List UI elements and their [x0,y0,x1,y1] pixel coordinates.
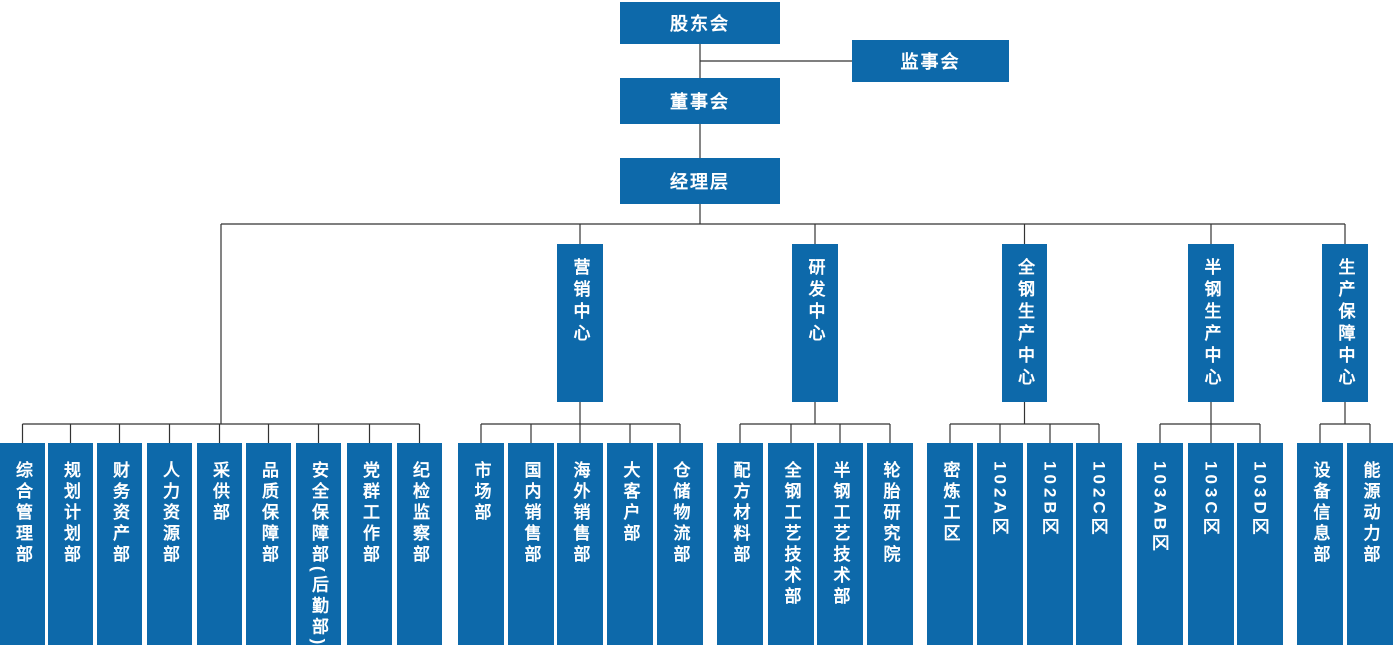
node-label: 安全保障部(后勤部) [309,461,328,649]
node-label: 国内销售部 [521,461,541,566]
node-label: 研发中心 [805,258,825,346]
main-bus [220,223,1346,424]
org-node-procurement-dept: 采供部 [197,443,242,645]
org-node-shareholders-meeting: 股东会 [620,2,780,44]
org-node-semisteel-process-tech-dept: 半钢工艺技术部 [817,443,863,645]
org-node-warehouse-logistics-dept: 仓储物流部 [657,443,703,645]
node-label: 党群工作部 [360,461,379,566]
node-label: 密炼工区 [940,461,960,545]
top-chain-connectors [699,44,852,224]
node-label: 全钢生产中心 [1015,258,1034,390]
org-node-area-103d: 103D区 [1237,443,1283,645]
node-label: 全钢工艺技术部 [781,461,801,608]
center-to-group-drops [579,402,1346,424]
org-node-market-dept: 市场部 [458,443,504,645]
node-label: 半钢生产中心 [1201,258,1221,390]
node-label: 102B区 [1040,461,1060,539]
org-node-allsteel-production-center: 全钢生产中心 [1002,244,1047,402]
node-label: 轮胎研究院 [880,461,900,566]
node-label: 规划计划部 [61,461,80,566]
org-node-mixing-workshop: 密炼工区 [927,443,973,645]
node-label: 仓储物流部 [670,461,690,566]
org-node-finance-assets-dept: 财务资产部 [97,443,142,645]
node-label: 大客户部 [620,461,640,545]
node-label: 综合管理部 [13,461,32,566]
org-node-human-resources-dept: 人力资源部 [147,443,192,645]
org-node-allsteel-process-tech-dept: 全钢工艺技术部 [768,443,814,645]
node-label: 102C区 [1089,461,1109,539]
node-label: 生产保障中心 [1335,258,1355,390]
node-label: 人力资源部 [160,461,179,566]
node-label: 海外销售部 [570,461,590,566]
org-node-supervisory-board: 监事会 [852,40,1009,82]
org-node-energy-power-dept: 能源动力部 [1347,443,1393,645]
org-node-compound-materials-dept: 配方材料部 [717,443,763,645]
node-label: 设备信息部 [1310,461,1330,566]
node-label: 103AB区 [1150,461,1170,555]
org-node-rnd-center: 研发中心 [792,244,838,402]
node-label: 103C区 [1201,461,1221,539]
org-node-party-affairs-dept: 党群工作部 [347,443,392,645]
org-node-discipline-inspection-dept: 纪检监察部 [397,443,442,645]
node-label: 102A区 [990,461,1010,539]
org-node-board-of-directors: 董事会 [620,78,780,124]
group-ticks [21,424,1371,443]
node-label: 财务资产部 [110,461,129,566]
node-label: 采供部 [210,461,229,524]
org-node-safety-logistics-dept: 安全保障部(后勤部) [296,443,341,649]
node-label: 营销中心 [570,258,590,346]
org-node-equipment-info-dept: 设备信息部 [1297,443,1343,645]
node-label: 半钢工艺技术部 [830,461,850,608]
org-node-production-support-center: 生产保障中心 [1322,244,1368,402]
node-label: 市场部 [471,461,491,524]
org-node-area-102a: 102A区 [977,443,1023,645]
org-node-management: 经理层 [620,158,780,204]
org-node-area-103c: 103C区 [1188,443,1234,645]
org-node-tire-research-institute: 轮胎研究院 [867,443,913,645]
node-label: 品质保障部 [259,461,278,566]
org-node-semisteel-production-center: 半钢生产中心 [1188,244,1234,402]
org-node-quality-assurance-dept: 品质保障部 [246,443,291,645]
org-node-marketing-center: 营销中心 [557,244,603,402]
org-node-area-103ab: 103AB区 [1137,443,1183,645]
node-label: 103D区 [1250,461,1270,539]
org-node-overseas-sales-dept: 海外销售部 [557,443,603,645]
org-node-key-account-dept: 大客户部 [607,443,653,645]
node-label: 能源动力部 [1360,461,1380,566]
node-label: 配方材料部 [730,461,750,566]
org-node-comprehensive-management-dept: 综合管理部 [0,443,45,645]
org-node-domestic-sales-dept: 国内销售部 [508,443,554,645]
org-node-area-102b: 102B区 [1027,443,1073,645]
node-label: 纪检监察部 [410,461,429,566]
org-node-planning-dept: 规划计划部 [48,443,93,645]
org-node-area-102c: 102C区 [1076,443,1122,645]
